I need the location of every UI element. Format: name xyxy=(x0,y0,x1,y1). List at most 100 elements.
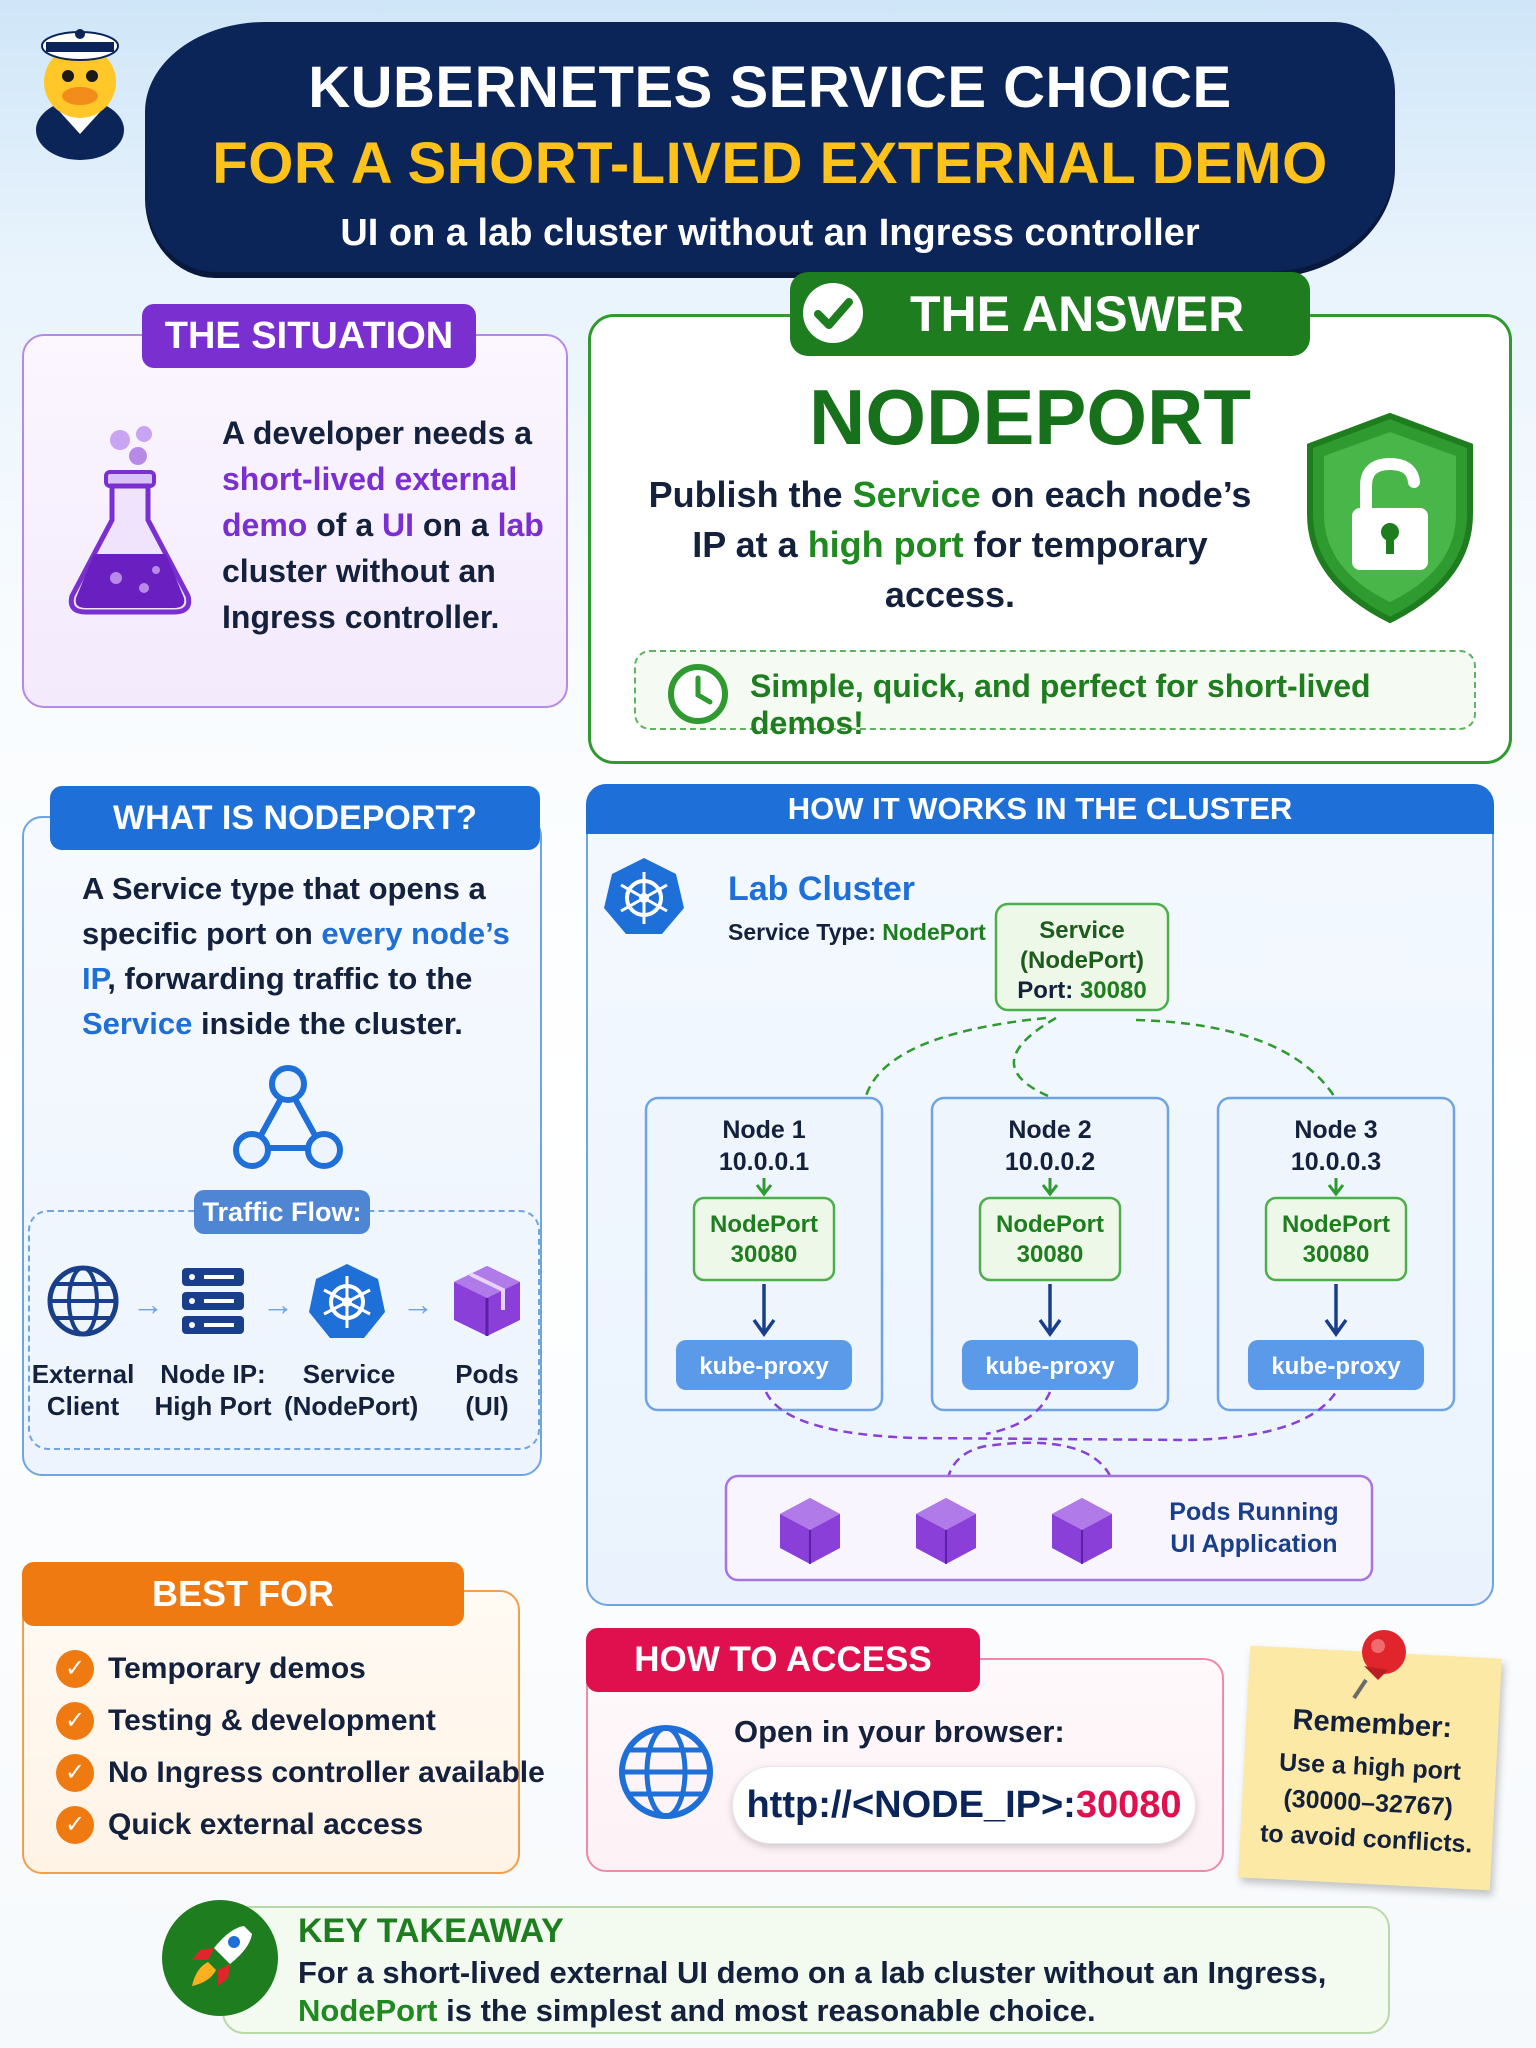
best-for-panel xyxy=(22,1590,520,1874)
kubernetes-wheel-icon xyxy=(604,858,684,934)
key-takeaway-line-2: NodePort is the simplest and most reason… xyxy=(298,1992,1378,2030)
service-type-label: Service Type: xyxy=(728,919,882,945)
flow-label-1a: External xyxy=(31,1359,135,1389)
cluster-title: Lab Cluster xyxy=(728,870,915,908)
cluster-diagram: Lab Cluster Service Type: NodePort Servi… xyxy=(604,858,1456,1582)
what-is-nodeport-tab: WHAT IS NODEPORT? xyxy=(50,786,540,850)
globe-icon xyxy=(619,1725,713,1819)
node3-kube-proxy-label: kube-proxy xyxy=(1271,1353,1401,1380)
node1-nodeport-box xyxy=(692,1196,836,1282)
flow-label-4a: Pods xyxy=(455,1359,519,1389)
service-port-value: 30080 xyxy=(1080,977,1147,1004)
node3-ip: 10.0.0.3 xyxy=(1291,1148,1381,1176)
flow-arrow-1: → xyxy=(132,1286,164,1322)
answer-highlight-service: Service xyxy=(852,474,981,515)
flow-arrow-2: → xyxy=(262,1286,294,1322)
answer-highlight-high-port: high port xyxy=(807,524,964,565)
pod-cube-icon-3 xyxy=(1052,1498,1112,1564)
service-to-node2-line xyxy=(1012,1016,1057,1098)
node-2: Node 2 10.0.0.2 NodePort 30080 kube-prox… xyxy=(930,1096,1170,1412)
node1-name: Node 1 xyxy=(722,1116,805,1144)
situation-highlight-lab: lab xyxy=(497,507,544,543)
flow-label-2a: Node IP: xyxy=(160,1359,266,1389)
node3-name: Node 3 xyxy=(1294,1116,1377,1144)
node2-port: 30080 xyxy=(1017,1241,1084,1268)
access-label: Open in your browser: xyxy=(734,1714,1065,1749)
node1-kube-proxy-label: kube-proxy xyxy=(699,1353,829,1380)
access-url[interactable]: http://<NODE_IP>:30080 xyxy=(732,1766,1196,1844)
service-box-line3: Port: 30080 xyxy=(1017,977,1146,1004)
situation-highlight-ui: UI xyxy=(382,507,415,543)
check-icon: ✓ xyxy=(56,1806,94,1845)
flow-label-3b: (NodePort) xyxy=(284,1391,419,1421)
pods-fan-line xyxy=(944,1441,1118,1495)
best-for-item: ✓ No Ingress controller available xyxy=(56,1752,545,1793)
flask-icon xyxy=(68,426,192,615)
service-port-label: Port: xyxy=(1017,977,1080,1004)
node3-kube-proxy xyxy=(1248,1340,1424,1390)
clock-icon xyxy=(668,664,728,724)
answer-title: NODEPORT xyxy=(808,373,1252,461)
best-for-tab: BEST FOR xyxy=(22,1562,464,1626)
title-line-2: FOR A SHORT-LIVED EXTERNAL DEMO xyxy=(212,131,1328,196)
pods-label-1: Pods Running xyxy=(1169,1498,1338,1526)
best-for-item: ✓Testing & development xyxy=(56,1700,436,1741)
node2-ip: 10.0.0.2 xyxy=(1005,1148,1095,1176)
access-url-prefix: http://<NODE_IP>: xyxy=(746,1784,1076,1826)
pods-cube-icon xyxy=(454,1266,520,1336)
flow-label-2b: High Port xyxy=(154,1391,272,1421)
node-1: Node 1 10.0.0.1 NodePort 30080 kube-prox… xyxy=(644,1096,884,1412)
node2-name: Node 2 xyxy=(1008,1116,1091,1144)
key-takeaway-title: KEY TAKEAWAY xyxy=(298,1912,564,1950)
service-box-line2: (NodePort) xyxy=(1020,947,1144,974)
proxy-to-pods-line-outer xyxy=(764,1391,1338,1442)
best-for-item-label: No Ingress controller available xyxy=(108,1756,545,1790)
answer-text-5: for temporary access. xyxy=(884,524,1208,615)
globe-icon xyxy=(47,1265,119,1337)
node2-nodeport: NodePort xyxy=(996,1211,1104,1238)
check-icon: ✓ xyxy=(56,1754,94,1793)
service-type-line: Service Type: NodePort xyxy=(728,919,986,945)
how-to-access-tab: HOW TO ACCESS xyxy=(586,1628,980,1692)
whatis-highlight-node-ip: every node’s IP xyxy=(82,916,510,996)
kubernetes-service-icon xyxy=(309,1264,385,1338)
best-for-item-label: Testing & development xyxy=(108,1704,436,1738)
service-to-node1-line xyxy=(864,1016,1047,1097)
check-icon: ✓ xyxy=(56,1650,94,1689)
node1-nodeport: NodePort xyxy=(710,1211,818,1238)
remember-title: Remember: xyxy=(1291,1703,1453,1745)
situation-text: A developer needs a short-lived external… xyxy=(222,410,572,640)
best-for-item-label: Temporary demos xyxy=(108,1652,366,1686)
service-box xyxy=(994,902,1170,1012)
flow-label-service: Service(NodePort) xyxy=(284,1358,419,1422)
situation-text-3: of a xyxy=(307,507,383,543)
title-line-1: KUBERNETES SERVICE CHOICE xyxy=(308,55,1232,120)
service-to-node3-line xyxy=(1135,1018,1336,1097)
node2-kube-proxy-label: kube-proxy xyxy=(985,1353,1115,1380)
situation-tab: THE SITUATION xyxy=(142,304,476,368)
access-url-port: 30080 xyxy=(1075,1784,1182,1826)
whatis-highlight-service: Service xyxy=(82,1006,193,1041)
situation-text-7: cluster without an Ingress controller. xyxy=(222,553,500,635)
answer-tab: THE ANSWER xyxy=(790,272,1310,356)
key-takeaway-panel xyxy=(222,1906,1390,2034)
answer-text: Publish the Service on each node’s IP at… xyxy=(640,470,1260,620)
pod-cube-icon-1 xyxy=(780,1498,840,1564)
flow-label-node-ip: Node IP:High Port xyxy=(148,1358,278,1422)
node2-nodeport-box xyxy=(978,1196,1122,1282)
traffic-flow-tab: Traffic Flow: xyxy=(194,1190,370,1234)
node2-kube-proxy xyxy=(962,1340,1138,1390)
title-banner: KUBERNETES SERVICE CHOICE FOR A SHORT-LI… xyxy=(145,22,1395,272)
flow-label-1b: Client xyxy=(46,1391,120,1421)
service-box-line1: Service xyxy=(1039,917,1124,944)
answer-text-1: Publish the xyxy=(648,474,853,515)
server-icon xyxy=(182,1268,244,1334)
sailor-duck-mascot-icon xyxy=(36,29,124,160)
node1-port: 30080 xyxy=(731,1241,798,1268)
node1-kube-proxy xyxy=(676,1340,852,1390)
whatis-text-1: A Service type that opens a specific por… xyxy=(82,871,486,951)
flow-label-4b: (UI) xyxy=(465,1391,509,1421)
whatis-text-5: inside the cluster. xyxy=(192,1006,463,1041)
situation-highlight-demo: short-lived external demo xyxy=(222,461,518,543)
shield-unlock-icon xyxy=(1307,412,1473,624)
